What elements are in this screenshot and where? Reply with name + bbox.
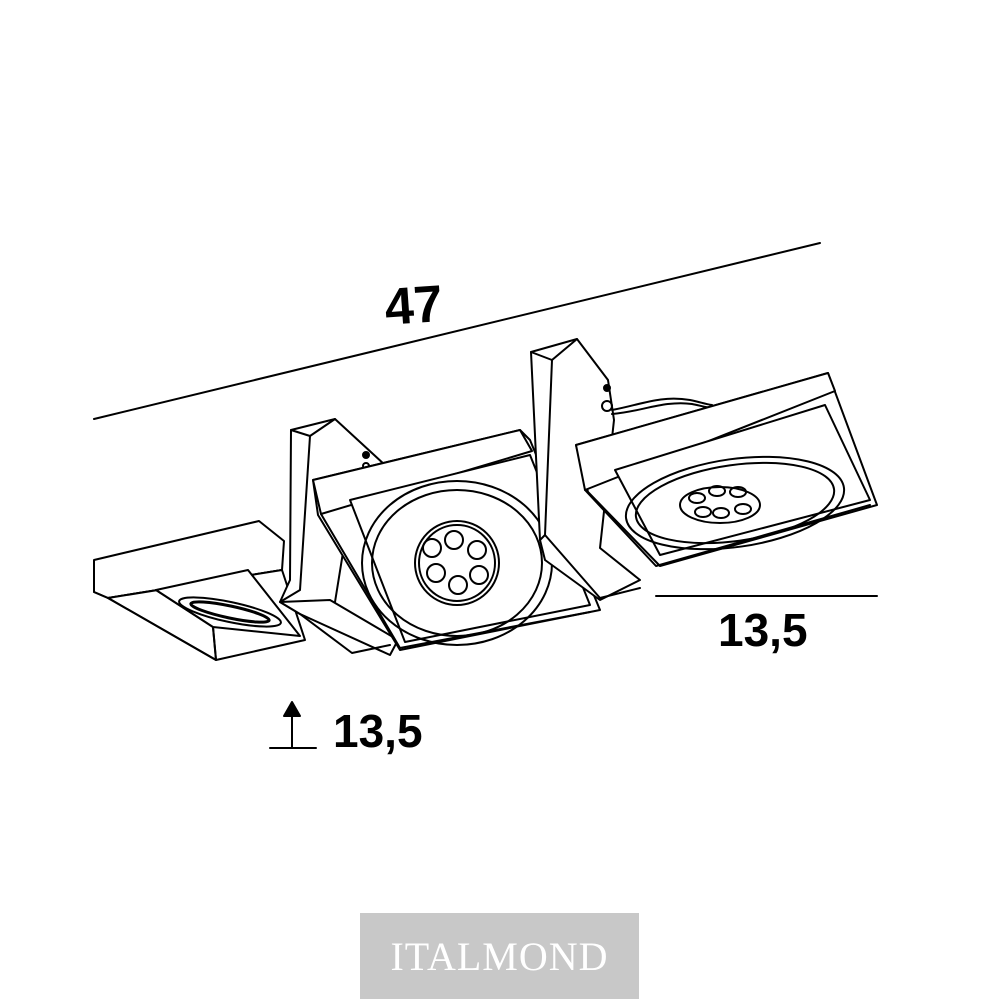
height-arrow-icon bbox=[269, 701, 317, 749]
right-led-cluster-icon bbox=[688, 485, 752, 519]
center-lamp-head bbox=[312, 429, 601, 651]
length-dimension-line bbox=[93, 242, 821, 420]
power-cable bbox=[611, 397, 713, 411]
width-dimension-label: 13,5 bbox=[718, 604, 808, 656]
length-dimension-label: 47 bbox=[382, 274, 445, 337]
brand-watermark: ITALMOND bbox=[360, 913, 639, 999]
brand-name: ITALMOND bbox=[390, 933, 609, 979]
left-lamp-head bbox=[93, 520, 306, 661]
center-led-cluster-icon bbox=[422, 530, 489, 595]
right-lamp-head bbox=[575, 372, 878, 567]
height-dimension-label: 13,5 bbox=[333, 705, 423, 757]
